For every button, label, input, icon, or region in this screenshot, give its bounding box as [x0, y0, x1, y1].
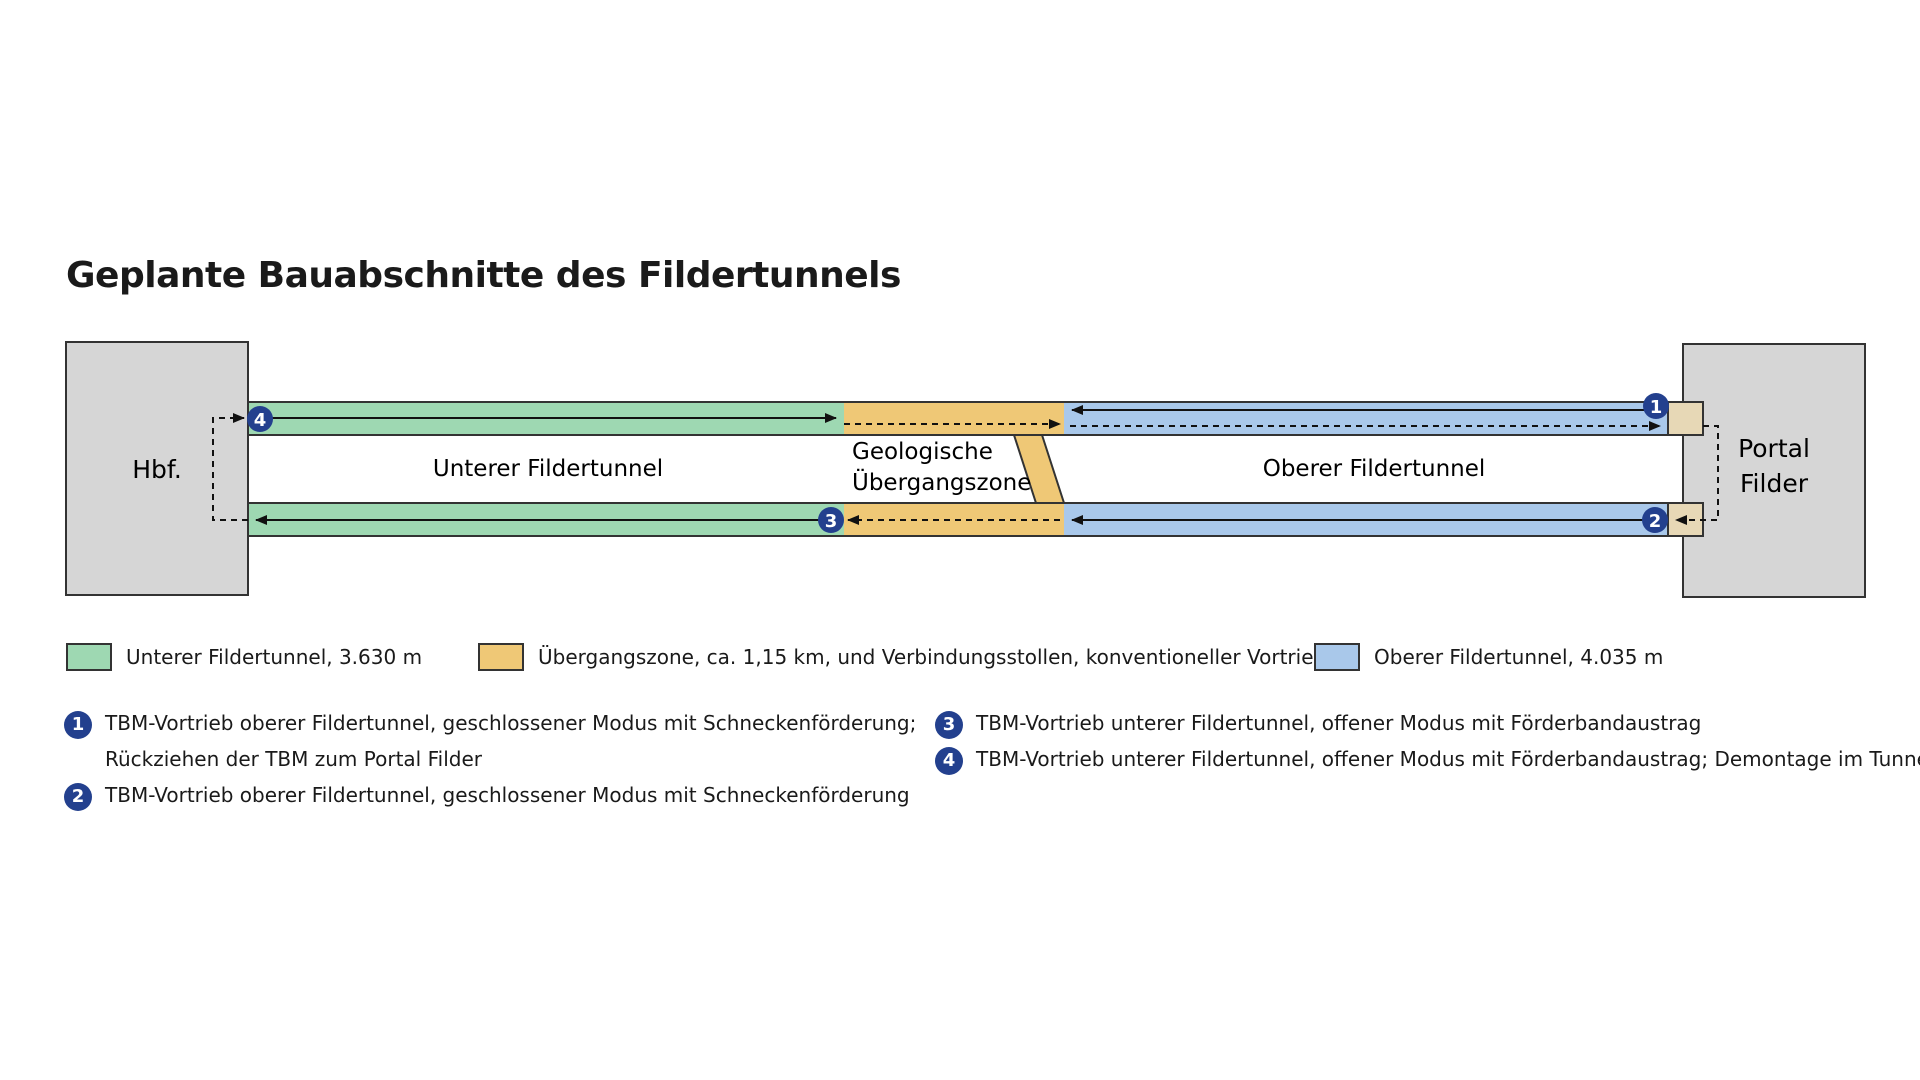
- zone-label-line2: Übergangszone: [852, 468, 1031, 496]
- marker-3-number: 3: [825, 511, 838, 532]
- upper-tube-oberer-segment: [1064, 402, 1668, 435]
- hbf-station-box: [65, 341, 249, 596]
- portal-label-line2: Filder: [1740, 469, 1809, 498]
- marker-2: 2: [1642, 507, 1668, 533]
- legend-label-uebergang: Übergangszone, ca. 1,15 km, und Verbindu…: [538, 645, 1327, 669]
- upper-portal-block: [1667, 401, 1704, 436]
- legend-swatch-oberer: [1314, 643, 1360, 671]
- note-1: 1 TBM-Vortrieb oberer Fildertunnel, gesch…: [64, 705, 916, 777]
- lower-portal-block: [1667, 502, 1704, 537]
- marker-1-number: 1: [1650, 397, 1663, 418]
- connecting-gallery: [1012, 434, 1066, 504]
- note-3-text: TBM-Vortrieb unterer Fildertunnel, offen…: [976, 711, 1702, 735]
- legend-item-oberer: Oberer Fildertunnel, 4.035 m: [1314, 641, 1663, 673]
- legend-item-uebergang: Übergangszone, ca. 1,15 km, und Verbindu…: [478, 641, 1326, 673]
- upper-tube-uebergang-segment: [844, 402, 1064, 435]
- lower-tube-uebergang-segment: [844, 503, 1064, 536]
- oberer-fildertunnel-label: Oberer Fildertunnel: [1263, 456, 1486, 482]
- page-title: Geplante Bauabschnitte des Fildertunnels: [66, 255, 901, 296]
- note-4: 4 TBM-Vortrieb unterer Fildertunnel, offe…: [935, 741, 1920, 777]
- note-4-text: TBM-Vortrieb unterer Fildertunnel, offen…: [976, 747, 1920, 771]
- note-3: 3 TBM-Vortrieb unterer Fildertunnel, offe…: [935, 705, 1701, 741]
- marker-1: 1: [1643, 393, 1669, 419]
- legend-label-oberer: Oberer Fildertunnel, 4.035 m: [1374, 645, 1664, 669]
- note-1-text-line1: TBM-Vortrieb oberer Fildertunnel, geschl…: [105, 711, 917, 735]
- note-1-badge: 1: [64, 710, 92, 739]
- legend-label-unterer: Unterer Fildertunnel, 3.630 m: [126, 645, 423, 669]
- legend-swatch-unterer: [66, 643, 112, 671]
- unterer-fildertunnel-label: Unterer Fildertunnel: [433, 456, 663, 482]
- legend-item-unterer: Unterer Fildertunnel, 3.630 m: [66, 641, 422, 673]
- marker-3: 3: [818, 507, 844, 533]
- note-2: 2 TBM-Vortrieb oberer Fildertunnel, gesch…: [64, 777, 910, 813]
- zone-label-line1: Geologische: [852, 439, 993, 465]
- legend-swatch-uebergang: [478, 643, 524, 671]
- portal-filder-box: [1682, 343, 1866, 598]
- note-4-badge: 4: [935, 746, 963, 775]
- note-2-text: TBM-Vortrieb oberer Fildertunnel, geschl…: [105, 783, 910, 807]
- note-3-badge: 3: [935, 710, 963, 739]
- portal-label-line1: Portal: [1738, 434, 1810, 463]
- hbf-label: Hbf.: [132, 455, 182, 484]
- marker-4-number: 4: [254, 410, 267, 431]
- note-1-text-line2: Rückziehen der TBM zum Portal Filder: [105, 747, 482, 771]
- note-2-badge: 2: [64, 782, 92, 811]
- marker-4: 4: [247, 406, 273, 432]
- marker-2-number: 2: [1649, 511, 1662, 532]
